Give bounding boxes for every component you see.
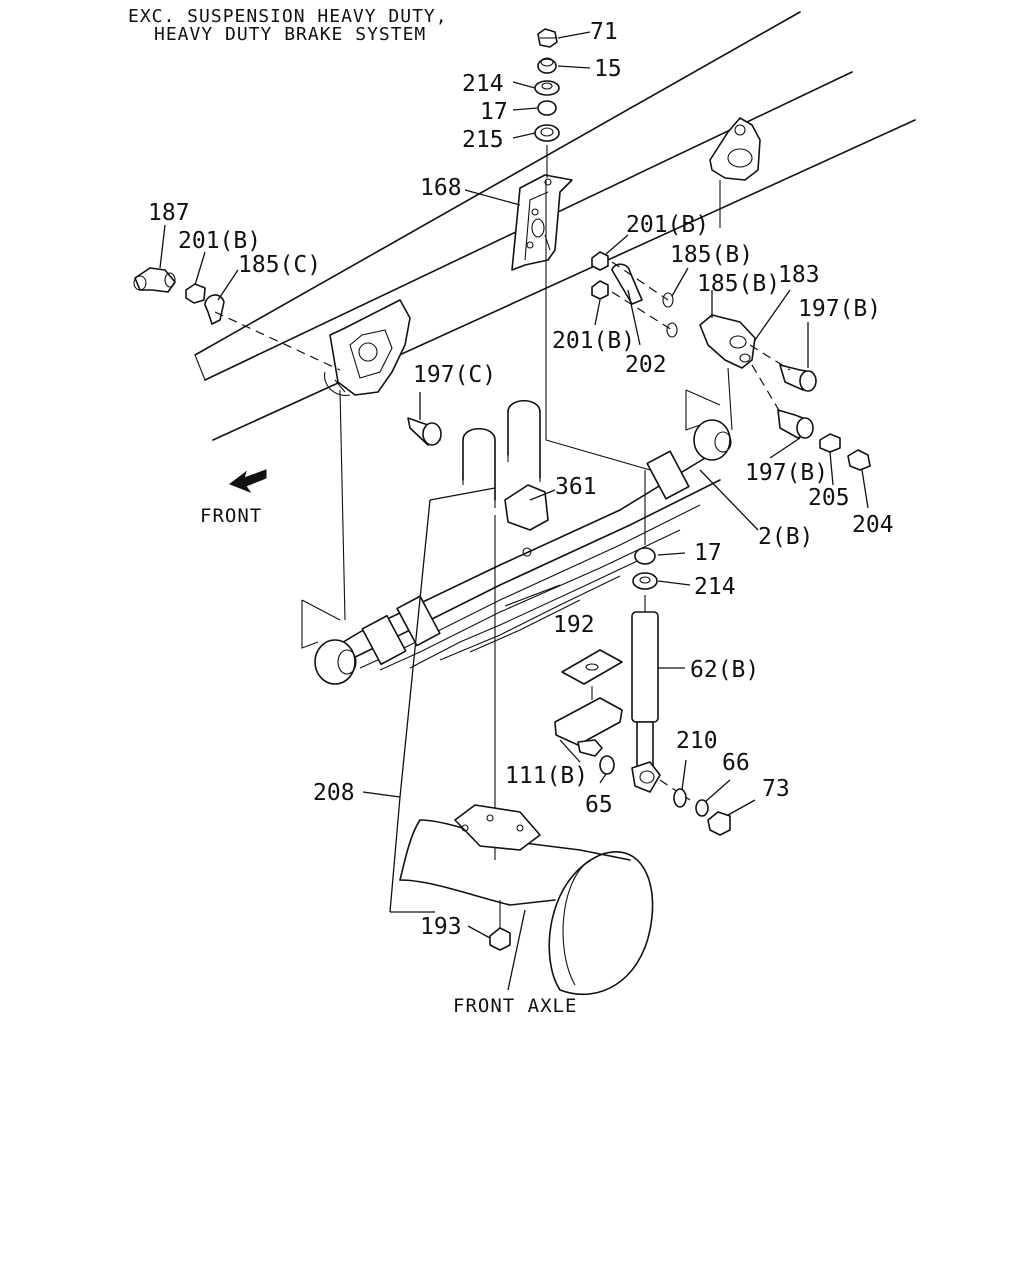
- callout-197c: 197(C): [413, 362, 496, 388]
- callout-214: 214: [462, 71, 504, 97]
- callout-66: 66: [722, 750, 750, 776]
- shock-absorber: [631, 470, 731, 836]
- callout-201b: 201(B): [626, 212, 709, 238]
- front-pin-fittings: [133, 267, 341, 371]
- callout-205: 205: [808, 485, 850, 511]
- callout-361: 361: [555, 474, 597, 500]
- callout-185b: 185(B): [697, 271, 780, 297]
- callout-185c: 185(C): [238, 252, 321, 278]
- callout-168: 168: [420, 175, 462, 201]
- leader-lines: [159, 31, 869, 991]
- front-spring-pin: [407, 417, 442, 446]
- callout-185b: 185(B): [670, 242, 753, 268]
- diagram-heading-line2: HEAVY DUTY BRAKE SYSTEM: [154, 24, 426, 45]
- leaf-spring: [301, 367, 733, 685]
- callout-208: 208: [313, 780, 355, 806]
- callout-62b: 62(B): [690, 657, 759, 683]
- callout-214: 214: [694, 574, 736, 600]
- callout-183: 183: [778, 262, 820, 288]
- callout-197b: 197(B): [745, 460, 828, 486]
- front-direction-label: FRONT: [200, 505, 262, 527]
- rear-shackle-bracket: [709, 117, 761, 228]
- spring-seat-parts: [554, 649, 623, 775]
- callout-210: 210: [676, 728, 718, 754]
- u-bolts: [462, 180, 651, 860]
- callout-73: 73: [762, 776, 790, 802]
- callout-201b: 201(B): [178, 228, 261, 254]
- callout-17: 17: [694, 540, 722, 566]
- callout-202: 202: [625, 352, 667, 378]
- callout-215: 215: [462, 127, 504, 153]
- rear-shackle-parts: [591, 251, 871, 471]
- callout-65: 65: [585, 792, 613, 818]
- front-arrow-icon: [228, 469, 267, 494]
- callout-187: 187: [148, 200, 190, 226]
- front-hanger-bracket: [324, 299, 411, 396]
- diagram-heading-line1: EXC. SUSPENSION HEAVY DUTY,: [128, 6, 448, 27]
- callout-2b: 2(B): [758, 524, 813, 550]
- shock-top-stack: [534, 28, 560, 178]
- callout-15: 15: [594, 56, 622, 82]
- callout-201b: 201(B): [552, 328, 635, 354]
- shock-upper-bracket: [511, 174, 573, 271]
- callout-192: 192: [553, 612, 595, 638]
- callout-111b: 111(B): [505, 763, 588, 789]
- front-axle: [399, 804, 654, 996]
- callout-197b: 197(B): [798, 296, 881, 322]
- callout-204: 204: [852, 512, 894, 538]
- front-axle-label: FRONT AXLE: [453, 995, 577, 1017]
- callout-17: 17: [480, 99, 508, 125]
- callout-193: 193: [420, 914, 462, 940]
- callout-71: 71: [590, 19, 618, 45]
